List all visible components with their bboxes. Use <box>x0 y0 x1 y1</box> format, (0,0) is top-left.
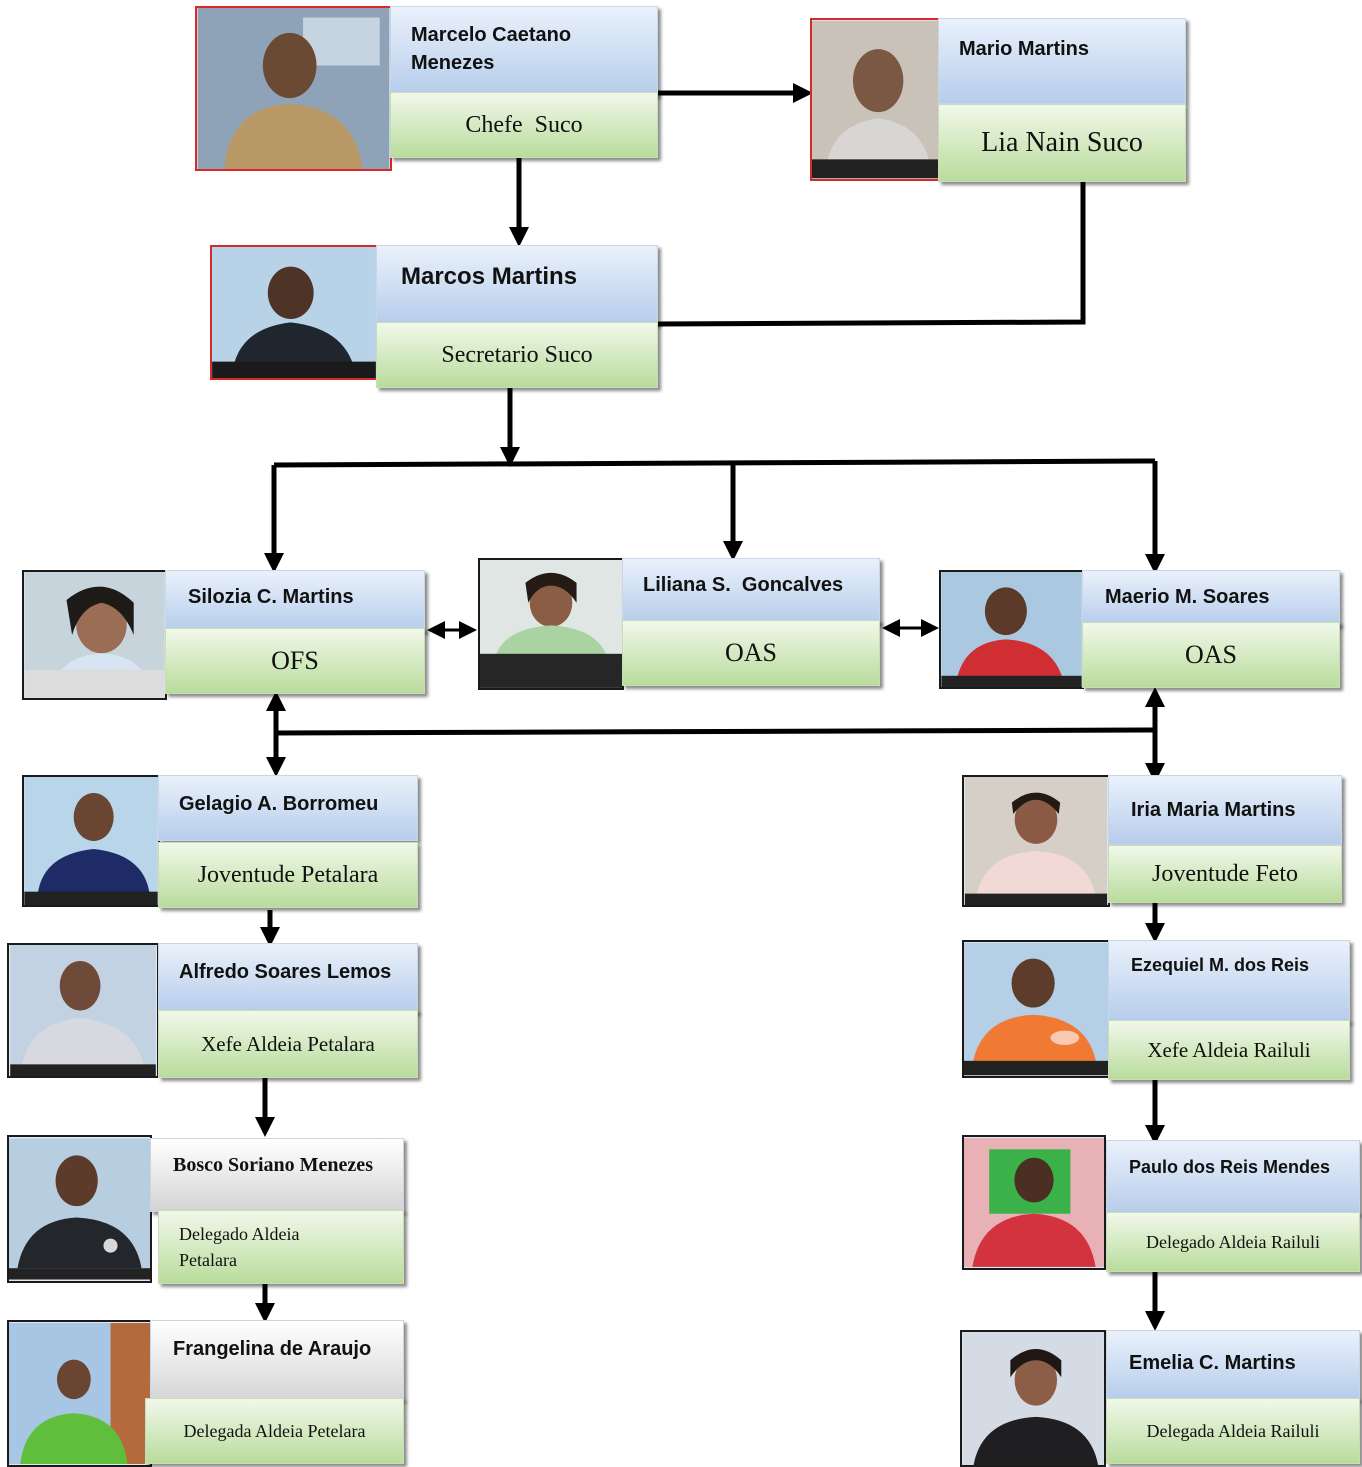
name-box-alfredo: Alfredo Soares Lemos <box>158 943 418 1013</box>
name-box-ezequiel: Ezequiel M. dos Reis <box>1108 940 1350 1022</box>
role-liliana: OAS <box>724 638 777 667</box>
role-frangelina: Delegada Aldeia Petelara <box>183 1420 366 1441</box>
photo-gelagio <box>22 775 160 907</box>
role-box-silozia: OFS <box>165 628 425 694</box>
person-photo-icon <box>941 572 1082 687</box>
name-box-frangelina: Frangelina de Araujo <box>150 1320 404 1400</box>
role-box-alfredo: Xefe Aldeia Petalara <box>158 1010 418 1078</box>
role-ezequiel: Xefe Aldeia Railuli <box>1147 1037 1311 1062</box>
name-box-bosco: Bosco Soriano Menezes <box>150 1138 404 1212</box>
person-photo-icon <box>212 247 376 378</box>
photo-silozia <box>22 570 167 700</box>
role-maerio: OAS <box>1184 640 1237 669</box>
role-bosco: Delegado Aldeia Petalara <box>179 1223 300 1270</box>
line-branch-bar <box>273 458 1156 468</box>
role-box-paulo: Delegado Aldeia Railuli <box>1106 1212 1360 1272</box>
person-photo-icon <box>10 945 156 1076</box>
role-box-iria: Joventude Feto <box>1108 845 1342 903</box>
name-box-marcelo: Marcelo Caetano Menezes <box>390 6 658 96</box>
photo-alfredo <box>7 943 159 1078</box>
person-photo-icon <box>24 572 165 698</box>
name-gelagio: Gelagio A. Borromeu <box>179 793 379 815</box>
role-box-mario: Lia Nain Suco <box>938 104 1186 182</box>
person-photo-icon <box>812 20 938 179</box>
person-photo-icon <box>9 1323 150 1464</box>
name-iria: Iria Maria Martins <box>1131 799 1296 821</box>
name-maerio: Maerio M. Soares <box>1105 586 1270 608</box>
role-box-bosco: Delegado Aldeia Petalara <box>158 1210 404 1284</box>
person-photo-icon <box>197 8 390 169</box>
role-box-liliana: OAS <box>622 620 880 686</box>
photo-maerio <box>939 570 1084 689</box>
person-photo-icon <box>964 777 1108 905</box>
line-mid-bar <box>275 727 1156 736</box>
photo-marcos <box>210 245 378 380</box>
name-alfredo: Alfredo Soares Lemos <box>179 961 392 983</box>
role-paulo: Delegado Aldeia Railuli <box>1146 1231 1320 1252</box>
role-iria: Joventude Feto <box>1152 860 1298 887</box>
name-box-emelia: Emelia C. Martins <box>1106 1330 1360 1400</box>
line-lianain-to-secretario <box>657 180 1086 327</box>
name-emelia: Emelia C. Martins <box>1129 1352 1296 1374</box>
photo-paulo <box>962 1135 1106 1270</box>
role-box-gelagio: Joventude Petalara <box>158 842 418 908</box>
name-bosco: Bosco Soriano Menezes <box>173 1154 373 1176</box>
photo-liliana <box>478 558 624 690</box>
photo-emelia <box>960 1330 1106 1467</box>
name-frangelina: Frangelina de Araujo <box>173 1338 372 1360</box>
name-box-mario: Mario Martins <box>938 18 1186 104</box>
photo-frangelina <box>7 1320 152 1467</box>
name-ezequiel: Ezequiel M. dos Reis <box>1131 955 1310 975</box>
name-marcelo: Marcelo Caetano Menezes <box>411 24 572 74</box>
role-box-maerio: OAS <box>1082 622 1340 688</box>
name-silozia: Silozia C. Martins <box>188 586 354 608</box>
role-marcos: Secretario Suco <box>441 341 593 368</box>
name-liliana: Liliana S. Goncalves <box>643 574 844 596</box>
photo-iria <box>962 775 1110 907</box>
role-emelia: Delegada Aldeia Railuli <box>1146 1420 1320 1441</box>
role-box-emelia: Delegada Aldeia Railuli <box>1106 1398 1360 1464</box>
photo-ezequiel <box>962 940 1110 1078</box>
name-paulo: Paulo dos Reis Mendes <box>1129 1157 1331 1177</box>
person-photo-icon <box>964 942 1108 1076</box>
person-photo-icon <box>962 1332 1104 1465</box>
name-box-silozia: Silozia C. Martins <box>165 570 425 632</box>
role-marcelo: Chefe Suco <box>465 111 583 138</box>
role-silozia: OFS <box>271 646 319 675</box>
role-box-marcelo: Chefe Suco <box>390 92 658 158</box>
person-photo-icon <box>480 560 622 688</box>
name-box-marcos: Marcos Martins <box>376 245 658 325</box>
person-photo-icon <box>24 777 158 905</box>
person-photo-icon <box>964 1138 1104 1267</box>
name-box-iria: Iria Maria Martins <box>1108 775 1342 845</box>
role-alfredo: Xefe Aldeia Petalara <box>201 1031 375 1056</box>
name-box-gelagio: Gelagio A. Borromeu <box>158 775 418 841</box>
role-gelagio: Joventude Petalara <box>197 861 379 888</box>
role-mario: Lia Nain Suco <box>981 127 1143 158</box>
person-photo-icon <box>9 1138 150 1280</box>
photo-marcelo <box>195 6 392 171</box>
role-box-ezequiel: Xefe Aldeia Railuli <box>1108 1020 1350 1080</box>
photo-bosco <box>7 1135 152 1283</box>
name-box-maerio: Maerio M. Soares <box>1082 570 1340 626</box>
name-box-paulo: Paulo dos Reis Mendes <box>1106 1140 1360 1214</box>
name-marcos: Marcos Martins <box>401 263 578 290</box>
role-box-frangelina: Delegada Aldeia Petelara <box>145 1398 404 1464</box>
name-box-liliana: Liliana S. Goncalves <box>622 558 880 624</box>
role-box-marcos: Secretario Suco <box>376 322 658 388</box>
photo-mario <box>810 18 940 181</box>
name-mario: Mario Martins <box>959 38 1090 60</box>
